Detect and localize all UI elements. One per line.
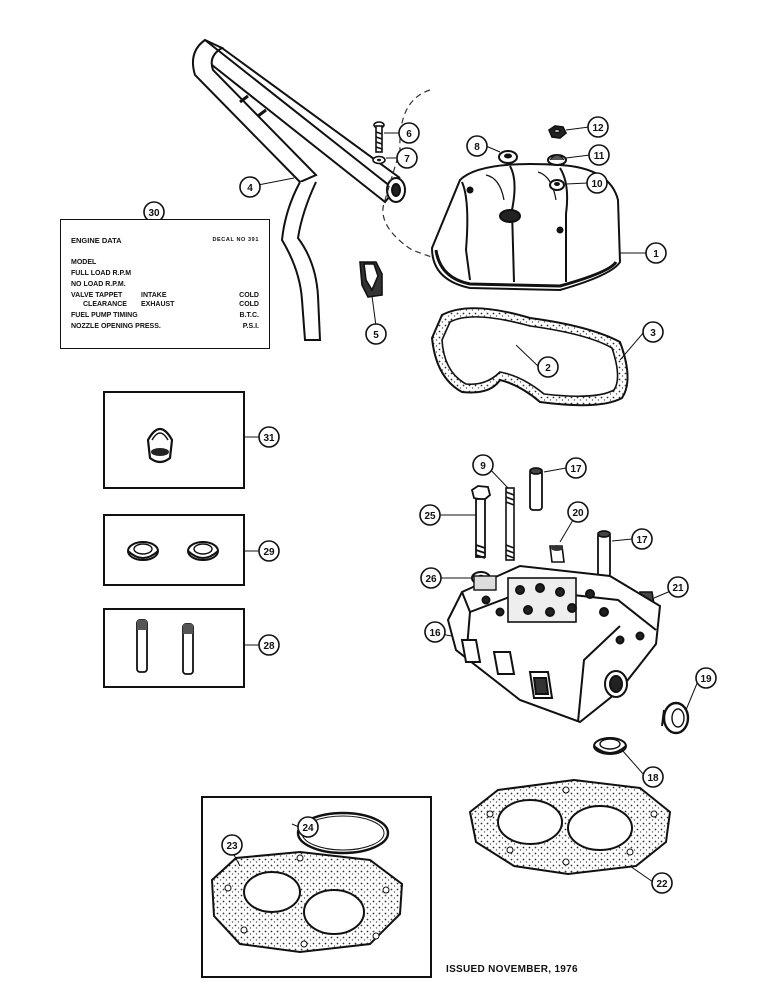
callout-26: 26 [425,574,437,585]
callout-6: 6 [406,129,412,140]
decal-row-mid: INTAKE [141,292,167,299]
callout-11: 11 [594,151,605,162]
panel-28 [103,608,245,688]
plug-20 [549,545,565,563]
decal-row-label: NO LOAD R.P.M. [71,281,126,288]
callout-19: 19 [700,674,712,685]
callout-8: 8 [474,142,480,153]
callout-25: 25 [424,511,436,522]
cover-gasket [430,307,629,407]
callout-16: 16 [429,628,441,639]
callout-10: 10 [591,179,603,190]
clip-5 [359,261,383,298]
washer-7 [372,155,386,165]
callout-17a: 17 [570,464,582,475]
callout-20: 20 [572,508,584,519]
callout-3: 3 [650,328,656,339]
valve-guide-17a [529,467,543,511]
head-bolt-25 [470,485,492,559]
decal-row-label: FULL LOAD R.P.M [71,270,132,277]
head-gasket-22 [468,778,672,876]
callout-1: 1 [653,249,659,260]
callout-22: 22 [656,879,668,890]
callout-9: 9 [480,461,486,472]
callout-5: 5 [373,330,379,341]
decal-row-value: COLD [239,292,259,299]
decal-row-label: VALVE TAPPET [71,292,123,299]
washer-11 [547,154,567,166]
callout-12: 12 [592,123,604,134]
callout-30: 30 [148,208,160,219]
decal-number: DECAL NO 391 [212,237,259,243]
issued-date: ISSUED NOVEMBER, 1976 [446,964,578,975]
decal-row-value: P.S.I. [242,323,259,330]
callout-4: 4 [247,183,253,194]
decal-row-label: FUEL PUMP TIMING [71,312,138,319]
nut-12 [548,125,567,139]
valve-guide-17b [597,530,611,578]
callout-28: 28 [263,641,275,652]
callouts [143,116,717,894]
decal-row-label: MODEL [71,259,97,266]
callout-17b: 17 [636,535,648,546]
seal-ring-19 [661,701,690,735]
engine-data-decal: ENGINE DATA DECAL NO 391 MODEL FULL LOAD… [60,219,270,349]
decal-row-label: CLEARANCE [83,301,127,308]
callout-23: 23 [226,841,238,852]
decal-row-value: B.T.C. [239,312,259,319]
panel-29 [103,514,245,586]
callout-labels: 1 2 3 4 5 6 7 8 9 10 11 12 16 17 17 18 1… [148,123,712,890]
seal-washer-8 [498,150,518,164]
decal-row-value: COLD [239,301,259,308]
decal-row-label: NOZZLE OPENING PRESS. [71,323,161,330]
decal-title: ENGINE DATA [71,236,122,245]
panel-31 [103,391,245,489]
washer-10 [549,179,565,191]
screw-6 [373,121,385,153]
callout-24: 24 [302,823,314,834]
phantom-line [382,89,441,261]
rocker-cover [430,163,622,292]
stud-9 [505,487,515,561]
callout-21: 21 [672,583,684,594]
callout-2: 2 [545,363,551,374]
callout-18: 18 [647,773,659,784]
seat-insert-18 [593,737,627,755]
breather-tube [192,38,406,341]
decal-row-mid: EXHAUST [141,301,175,308]
callout-29: 29 [263,547,275,558]
callout-31: 31 [263,433,275,444]
cylinder-head [446,564,662,724]
callout-7: 7 [404,154,410,165]
